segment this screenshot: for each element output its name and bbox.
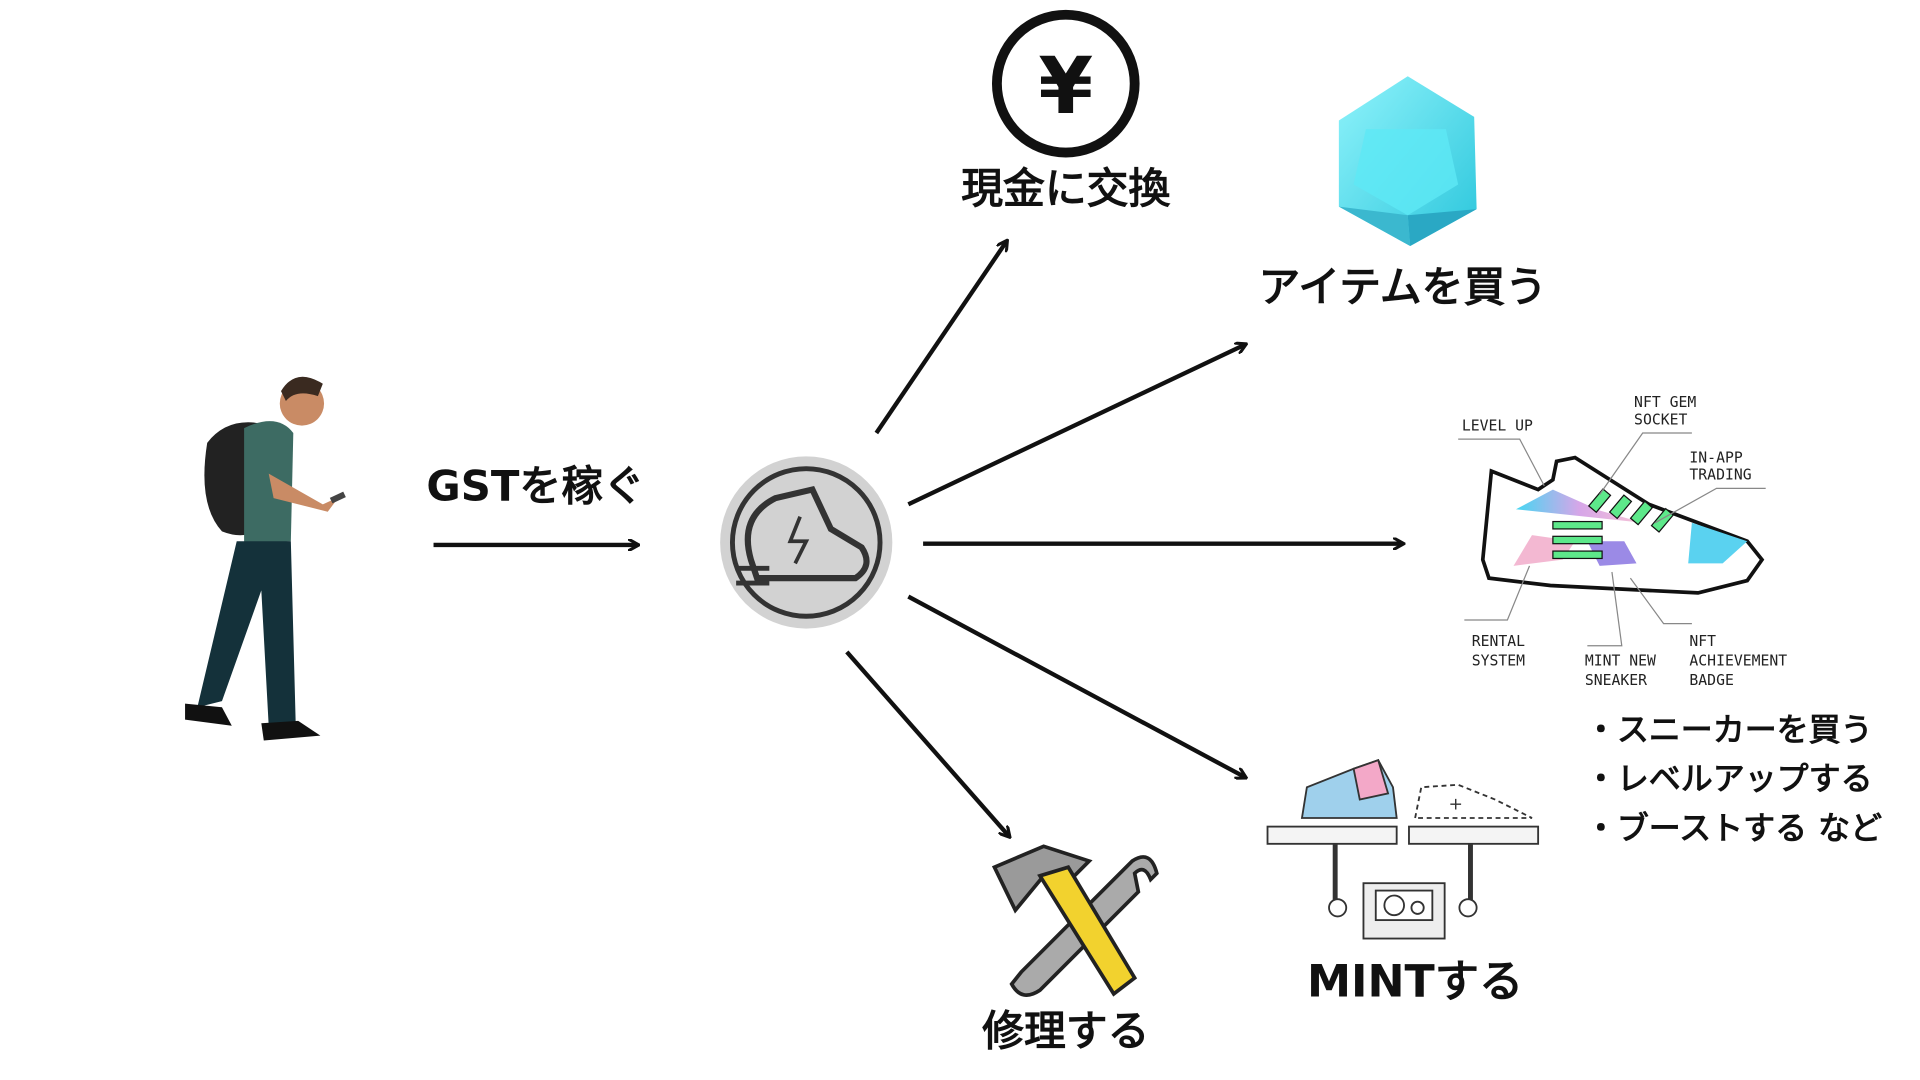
callout-rental-2: SYSTEM (1472, 652, 1525, 669)
callout-mint-1: MINT NEW (1585, 652, 1656, 669)
callout-trading-2: TRADING (1689, 467, 1751, 484)
svg-text:+: + (1448, 794, 1462, 814)
arrow-to-items (907, 344, 1245, 507)
mint-machine-icon: + (1266, 758, 1540, 940)
bullet-buy-sneaker: ・スニーカーを買う (1585, 711, 1873, 749)
arrow-to-cash (874, 241, 1006, 435)
callout-gem-socket-1: NFT GEM (1634, 394, 1696, 411)
callout-level-up: LEVEL UP (1462, 418, 1533, 435)
earn-gst-label: GSTを稼ぐ (426, 462, 644, 511)
callout-badge-2: ACHIEVEMENT (1689, 652, 1787, 669)
sneaker-diagram-icon: LEVEL UP NFT GEM SOCKET IN-APP TRADING R… (1458, 394, 1787, 689)
svg-text:¥: ¥ (1038, 40, 1093, 132)
repair-label: 修理する (982, 1007, 1149, 1056)
yen-coin-icon: ¥ (991, 9, 1140, 158)
callout-rental-1: RENTAL (1472, 633, 1525, 650)
arrow-to-repair (845, 650, 1009, 837)
buy-items-label: アイテムを買う (1259, 262, 1548, 311)
arrow-to-mint (907, 594, 1245, 778)
sneaker-token-coin-icon (720, 456, 893, 629)
callout-badge-3: BADGE (1689, 672, 1733, 689)
callout-trading-1: IN-APP (1689, 450, 1742, 467)
gem-icon (1338, 76, 1477, 247)
callout-badge-1: NFT (1689, 633, 1716, 650)
mint-label: MINTする (1307, 956, 1523, 1007)
bullet-boost: ・ブーストする など (1585, 809, 1882, 847)
callout-gem-socket-2: SOCKET (1634, 411, 1687, 428)
exchange-cash-label: 現金に交換 (961, 164, 1171, 213)
callout-mint-2: SNEAKER (1585, 672, 1647, 689)
hammer-wrench-icon (991, 844, 1159, 997)
walking-person-icon (185, 376, 346, 741)
bullet-level-up: ・レベルアップする (1585, 760, 1873, 798)
